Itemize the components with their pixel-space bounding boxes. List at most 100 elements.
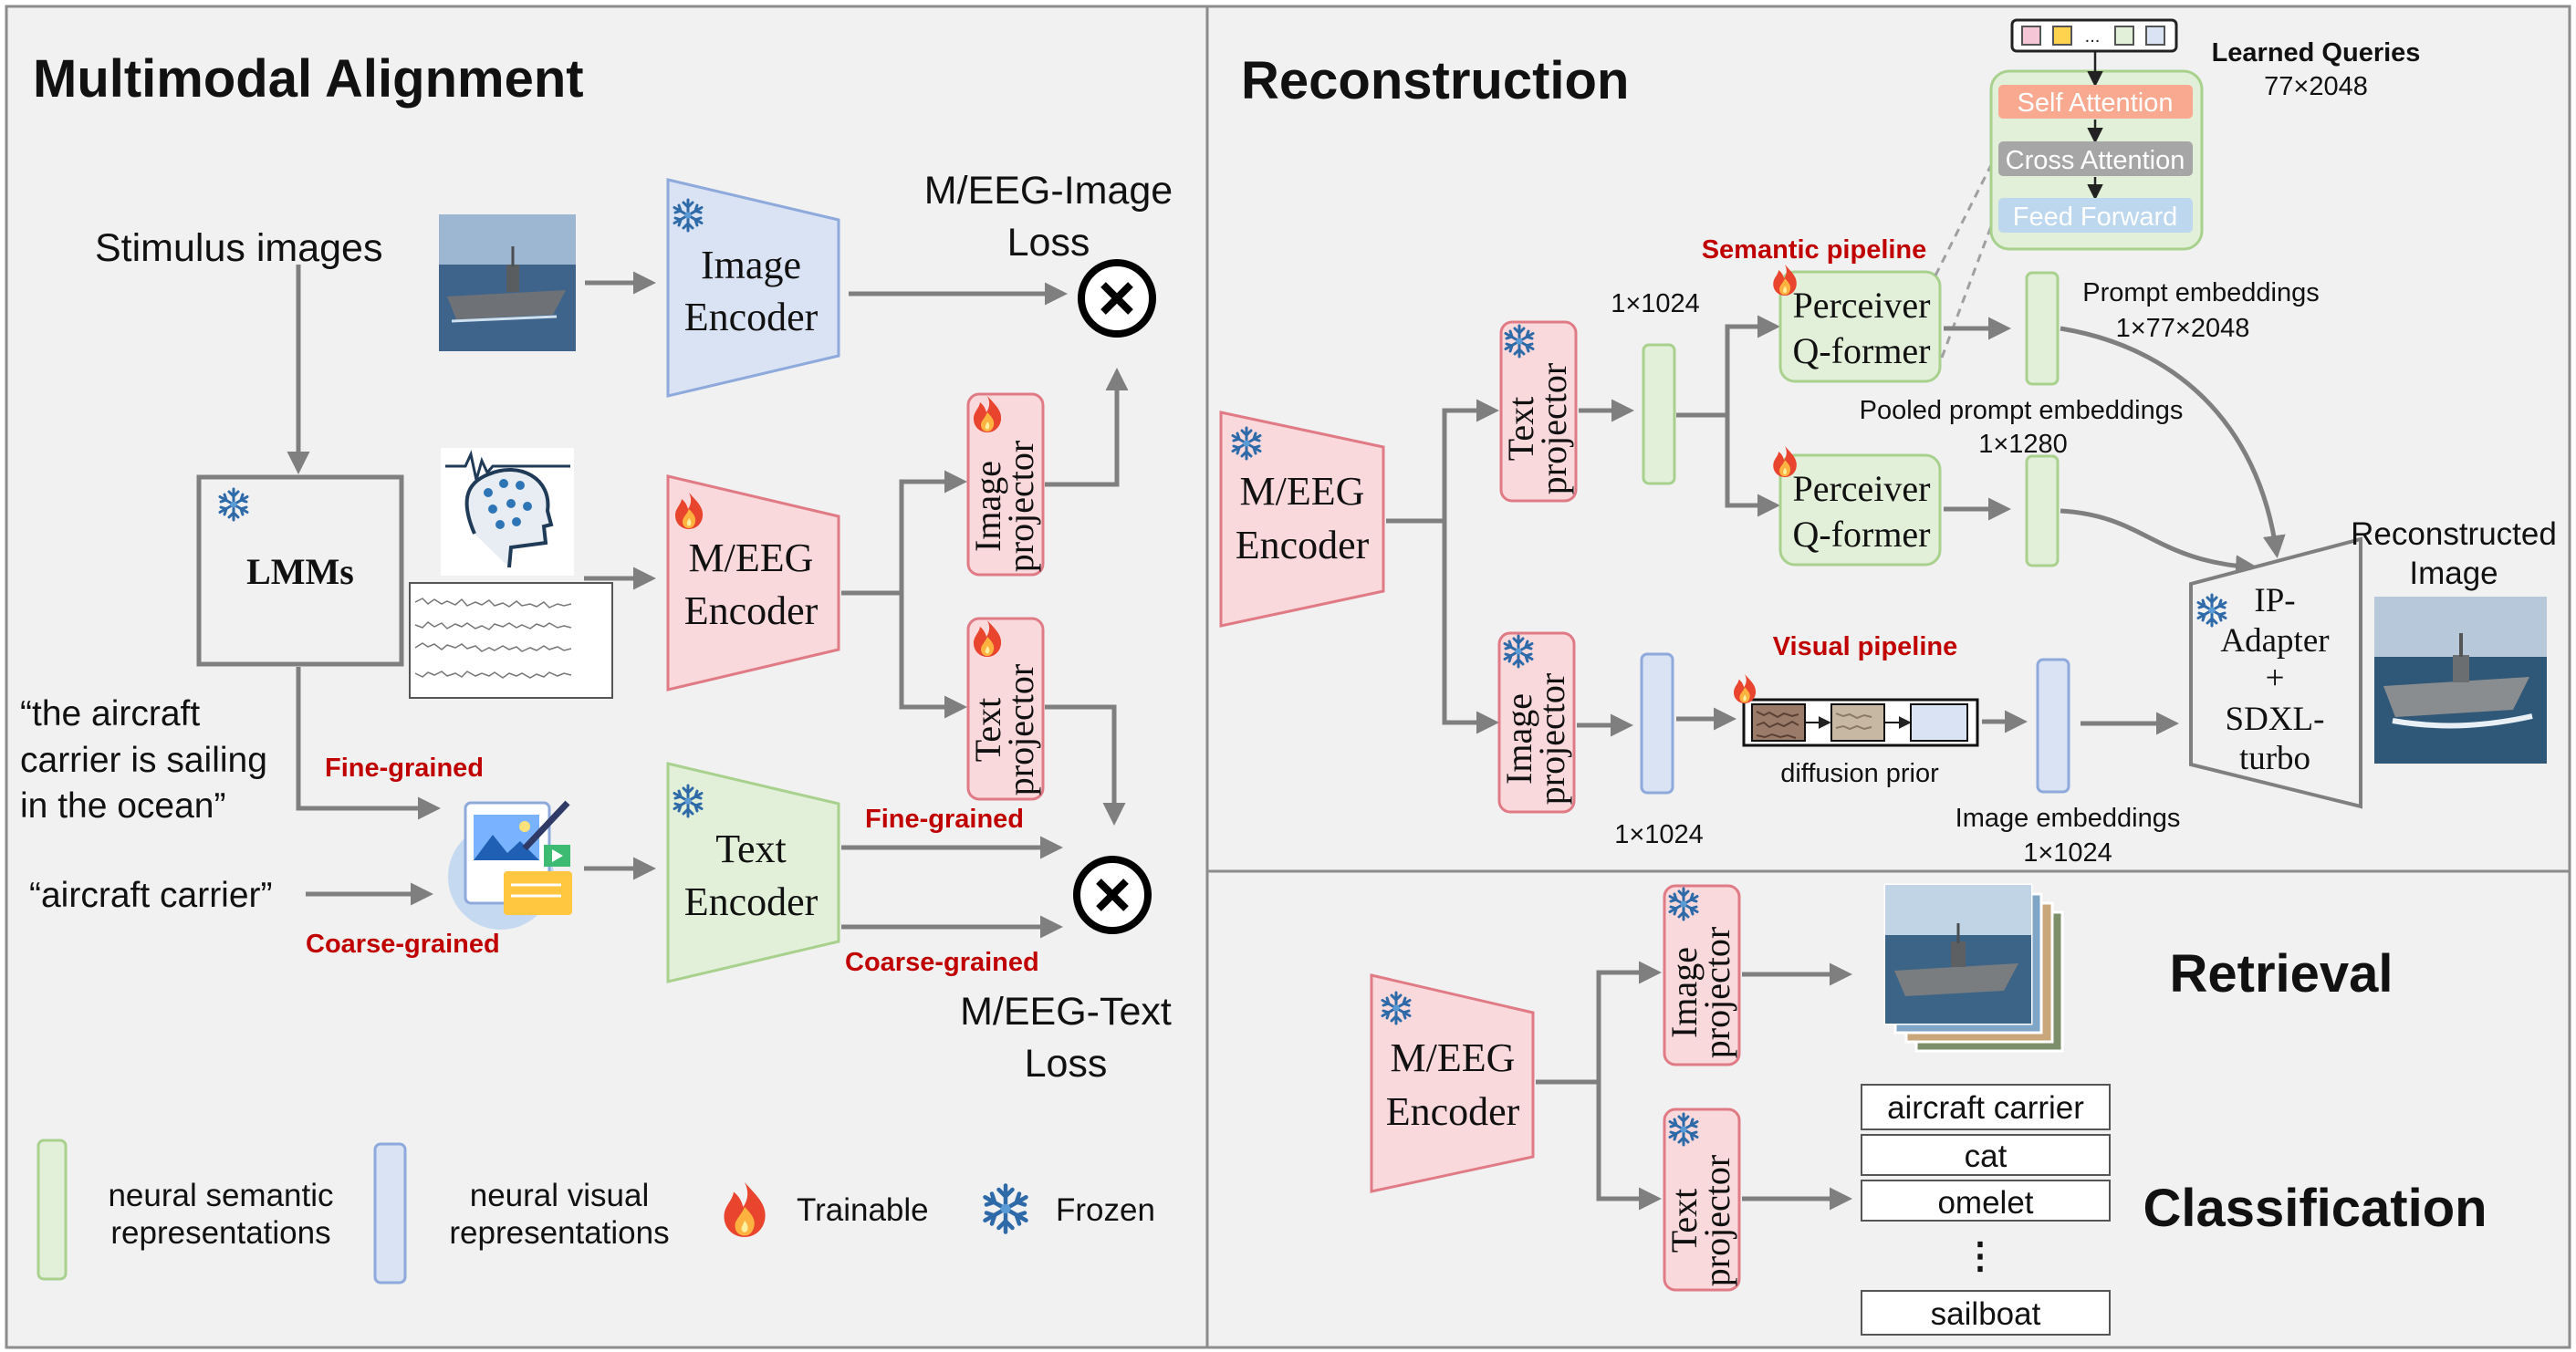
class-quote: “aircraft carrier” <box>29 876 273 915</box>
caption-quote-line2: carrier is sailing <box>20 741 267 780</box>
image-projector-line1: Image <box>967 461 1008 552</box>
visual-representation-bar <box>1640 652 1674 795</box>
class-list-ellipsis: ⋮ <box>1962 1236 1998 1276</box>
arrow-recon-eeg-to-image-projector <box>1442 521 1499 734</box>
image-embeddings-dim: 1×1024 <box>2023 838 2112 868</box>
arrow-semantic-to-perceiver2 <box>1725 415 1780 517</box>
class-list: aircraft carrier cat omelet ⋮ sailboat <box>1861 1084 2111 1336</box>
arrow-pooled-emb-to-adapter <box>2060 508 2258 578</box>
class-item-label: sailboat <box>1931 1296 2041 1332</box>
eeg-encoder-block <box>666 474 840 692</box>
fine-grained-right-label: Fine-grained <box>865 805 1024 834</box>
circled-times-icon <box>1078 259 1156 338</box>
recon-text-projector-line1: Text <box>1500 397 1541 462</box>
class-item <box>1861 1134 2111 1176</box>
legend-trainable-label: Trainable <box>797 1192 929 1228</box>
ip-adapter-line3: + <box>2266 660 2285 697</box>
reconstruction-title: Reconstruction <box>1241 51 1629 110</box>
arrow-semantic-to-perceiver1 <box>1676 315 1780 418</box>
legend-semantic-line1: neural semantic <box>108 1178 333 1213</box>
learned-queries-label: Learned Queries <box>2212 38 2421 68</box>
recon-image-projector-block <box>1497 631 1576 814</box>
class-item-label: cat <box>1965 1139 2008 1174</box>
text-encoder-block <box>666 762 840 983</box>
ip-adapter-line1: IP- <box>2254 582 2295 619</box>
perceiver-2-line1: Perceiver <box>1792 468 1930 509</box>
self-attention-label: Self Attention <box>2018 88 2174 118</box>
retrieval-image-stack <box>1883 883 2064 1053</box>
recon-text-projector-block <box>1499 320 1578 503</box>
text-projector-line1: Text <box>967 698 1008 763</box>
text-projector-line2: projector <box>1000 664 1041 796</box>
image-loss-line2: Loss <box>1007 221 1090 265</box>
stimulus-image <box>439 214 576 351</box>
image-embedding-bar <box>2036 658 2070 794</box>
caption-quote-line3: in the ocean” <box>20 786 226 826</box>
ip-adapter-sdxl-block <box>2189 536 2362 809</box>
cross-attention-label: Cross Attention <box>2006 146 2185 175</box>
arrow-recon-eeg-to-text-projector <box>1386 399 1499 524</box>
zoom-connector-top <box>1934 159 1996 276</box>
class-item-label: omelet <box>1937 1185 2033 1221</box>
image-prompt-icon <box>448 800 572 930</box>
legend-semantic-swatch <box>37 1139 68 1281</box>
eeg-signal-image <box>409 582 613 699</box>
arrow-image-projector-to-loss <box>1045 368 1129 487</box>
reconstructed-line1: Reconstructed <box>2351 516 2557 552</box>
lmms-label: LMMs <box>246 551 354 592</box>
arrow-text-projector-to-loss <box>1045 704 1126 826</box>
perceiver-qformer-2-block <box>1778 453 1942 567</box>
eeg-encoder-line1: M/EEG <box>689 536 814 580</box>
self-attention-block <box>1998 85 2193 119</box>
recon-eeg-encoder-line1: M/EEG <box>1240 469 1365 514</box>
prompt-embeddings-label: Prompt embeddings <box>2082 278 2320 307</box>
svg-text:...: ... <box>2085 26 2101 47</box>
retrieval-image-projector-block <box>1663 884 1741 1066</box>
eeg-encoder-line2: Encoder <box>684 588 819 633</box>
learned-query-tokens: ... <box>2010 18 2178 53</box>
circled-times-icon <box>1073 856 1152 934</box>
fine-grained-left-label: Fine-grained <box>325 754 484 783</box>
retrieval-eeg-encoder-line2: Encoder <box>1386 1089 1520 1134</box>
pooled-embeddings-dim: 1×1280 <box>1978 430 2068 459</box>
coarse-grained-left-label: Coarse-grained <box>306 930 500 959</box>
retrieval-image-projector-line2: projector <box>1696 927 1737 1058</box>
retrieval-image-projector-line1: Image <box>1663 947 1705 1038</box>
class-item <box>1861 1180 2111 1222</box>
retrieval-title: Retrieval <box>2169 944 2393 1004</box>
recon-image-projector-line1: Image <box>1498 693 1539 785</box>
text-encoder-line2: Encoder <box>684 879 819 924</box>
arrow-eeg-to-image-projector <box>841 470 967 596</box>
arrow-retrieval-eeg-to-text-projector <box>1596 1082 1662 1211</box>
feed-forward-block <box>1998 198 2193 233</box>
legend-semantic-line2: representations <box>110 1215 330 1251</box>
zoom-connector-bottom <box>1940 218 1996 359</box>
class-item-label: aircraft carrier <box>1887 1090 2084 1126</box>
text-encoder-line1: Text <box>715 827 787 871</box>
retrieval-text-projector-line1: Text <box>1663 1189 1705 1253</box>
retrieval-eeg-encoder-line1: M/EEG <box>1391 1035 1516 1080</box>
class-item <box>1861 1290 2111 1336</box>
semantic-pipeline-label: Semantic pipeline <box>1702 235 1927 265</box>
cross-attention-block <box>1998 141 2193 176</box>
learned-queries-dim: 77×2048 <box>2264 72 2368 101</box>
class-item <box>1861 1084 2111 1130</box>
ip-adapter-line5: turbo <box>2239 740 2310 777</box>
image-encoder-block <box>666 178 840 398</box>
arrow-lmms-to-prompt <box>296 667 441 820</box>
feed-forward-label: Feed Forward <box>2013 203 2178 232</box>
brain-head-icon <box>441 448 574 576</box>
dim-top-label: 1×1024 <box>1611 289 1700 318</box>
pooled-embedding-bar <box>2025 454 2060 567</box>
prompt-embeddings-dim: 1×77×2048 <box>2116 314 2250 343</box>
retrieval-text-projector-line2: projector <box>1696 1155 1737 1286</box>
text-projector-block <box>966 617 1045 801</box>
image-encoder-line2: Encoder <box>684 295 819 339</box>
dim-bottom-label: 1×1024 <box>1614 820 1704 849</box>
arrow-prompt-emb-to-adapter <box>2060 326 2286 558</box>
legend-visual-line2: representations <box>449 1215 669 1251</box>
legend-visual-swatch <box>373 1142 407 1284</box>
ip-adapter-line2: Adapter <box>2220 622 2329 660</box>
legend-visual-line1: neural visual <box>470 1178 650 1213</box>
